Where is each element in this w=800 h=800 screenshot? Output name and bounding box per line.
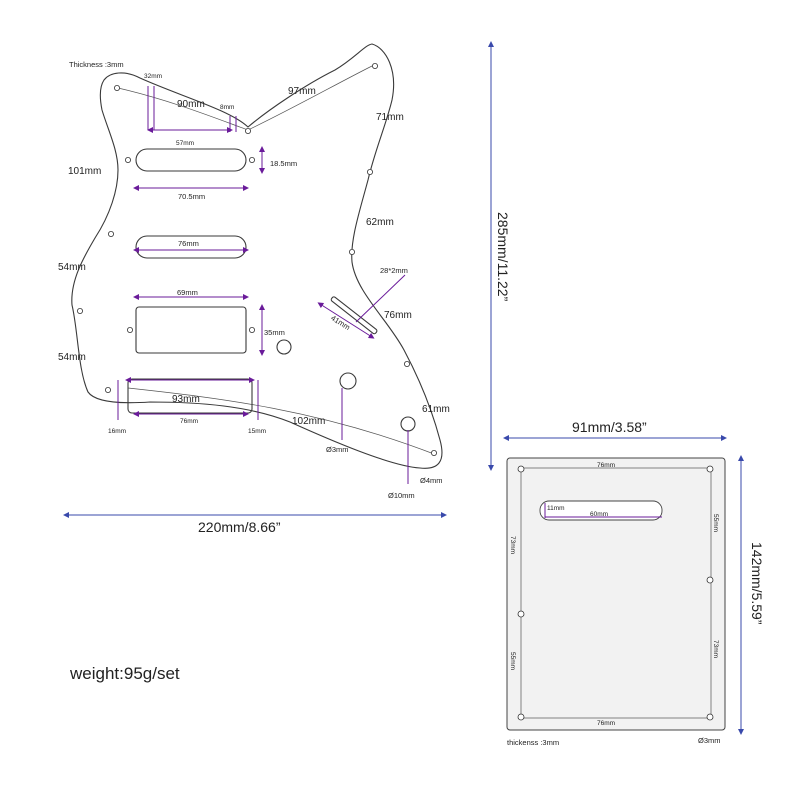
dim-16: 16mm	[108, 428, 126, 435]
dim-15: 15mm	[248, 428, 266, 435]
dim-18-5: 18.5mm	[270, 159, 297, 168]
dim-70-5: 70.5mm	[178, 192, 205, 201]
dim-93: 93mm	[172, 394, 200, 405]
dim-69: 69mm	[177, 288, 198, 297]
dim-32: 32mm	[144, 73, 162, 80]
dim-61: 61mm	[422, 404, 450, 415]
dim-28x2: 28*2mm	[380, 266, 408, 275]
backplate-height-label: 142mm/5.59”	[749, 542, 765, 625]
thickness-label: Thickness :3mm	[69, 60, 124, 69]
dim-41: 41mm	[329, 313, 351, 332]
backplate-thickness: thickenss :3mm	[507, 738, 559, 747]
screw-holes	[77, 63, 437, 456]
pot-hole-2	[339, 372, 357, 390]
backplate-body	[506, 457, 726, 731]
backplate-right-upper-dim: 55mm	[712, 514, 719, 532]
jack-hole	[400, 416, 416, 432]
dim-54-a: 54mm	[58, 262, 86, 273]
dim-phi3: Ø3mm	[326, 445, 349, 454]
dim-57: 57mm	[176, 140, 194, 147]
dim-54-b: 54mm	[58, 352, 86, 363]
dim-35: 35mm	[264, 328, 285, 337]
dim-76-a: 76mm	[178, 239, 199, 248]
dim-76-b: 76mm	[384, 310, 412, 321]
dim-76-c: 76mm	[180, 418, 198, 425]
humbucker-cutout	[135, 306, 247, 354]
backplate-screw-holes	[517, 465, 714, 721]
dim-90: 90mm	[177, 99, 205, 110]
dim-8: 8mm	[220, 104, 234, 111]
pickguard-width-label: 220mm/8.66”	[198, 519, 281, 535]
pickguard-outline	[71, 43, 443, 469]
dim-phi10: Ø10mm	[388, 491, 415, 500]
backplate-left-lower-dim: 55mm	[509, 652, 516, 670]
dim-62: 62mm	[366, 217, 394, 228]
pickguard: Thickness :3mm 32mm 90mm 8mm 97mm 71mm 5…	[58, 41, 511, 535]
backplate: 91mm/3.58” 142mm/5.59” 76mm 76mm 11mm 60…	[503, 419, 765, 747]
pot-hole-1	[276, 339, 292, 355]
weight-label: weight:95g/set	[70, 664, 180, 683]
backplate-bottom-dim: 76mm	[597, 720, 615, 727]
dim-phi4: Ø4mm	[420, 476, 443, 485]
backplate-right-lower-dim: 73mm	[712, 640, 719, 658]
backplate-width-label: 91mm/3.58”	[572, 419, 647, 435]
backplate-left-upper-dim: 73mm	[509, 536, 516, 554]
dim-71: 71mm	[376, 112, 404, 123]
dim-101: 101mm	[68, 166, 101, 177]
backplate-slot	[539, 500, 663, 521]
backplate-top-dim: 76mm	[597, 462, 615, 469]
dim-102: 102mm	[292, 416, 325, 427]
neck-pickup-cutout	[135, 148, 247, 172]
backplate-hole-dim: Ø3mm	[698, 736, 721, 745]
dim-97: 97mm	[288, 86, 316, 97]
backplate-slot-h: 11mm	[547, 505, 565, 512]
pickguard-height-label: 285mm/11.22”	[495, 212, 511, 302]
backplate-slot-w: 60mm	[590, 511, 608, 518]
